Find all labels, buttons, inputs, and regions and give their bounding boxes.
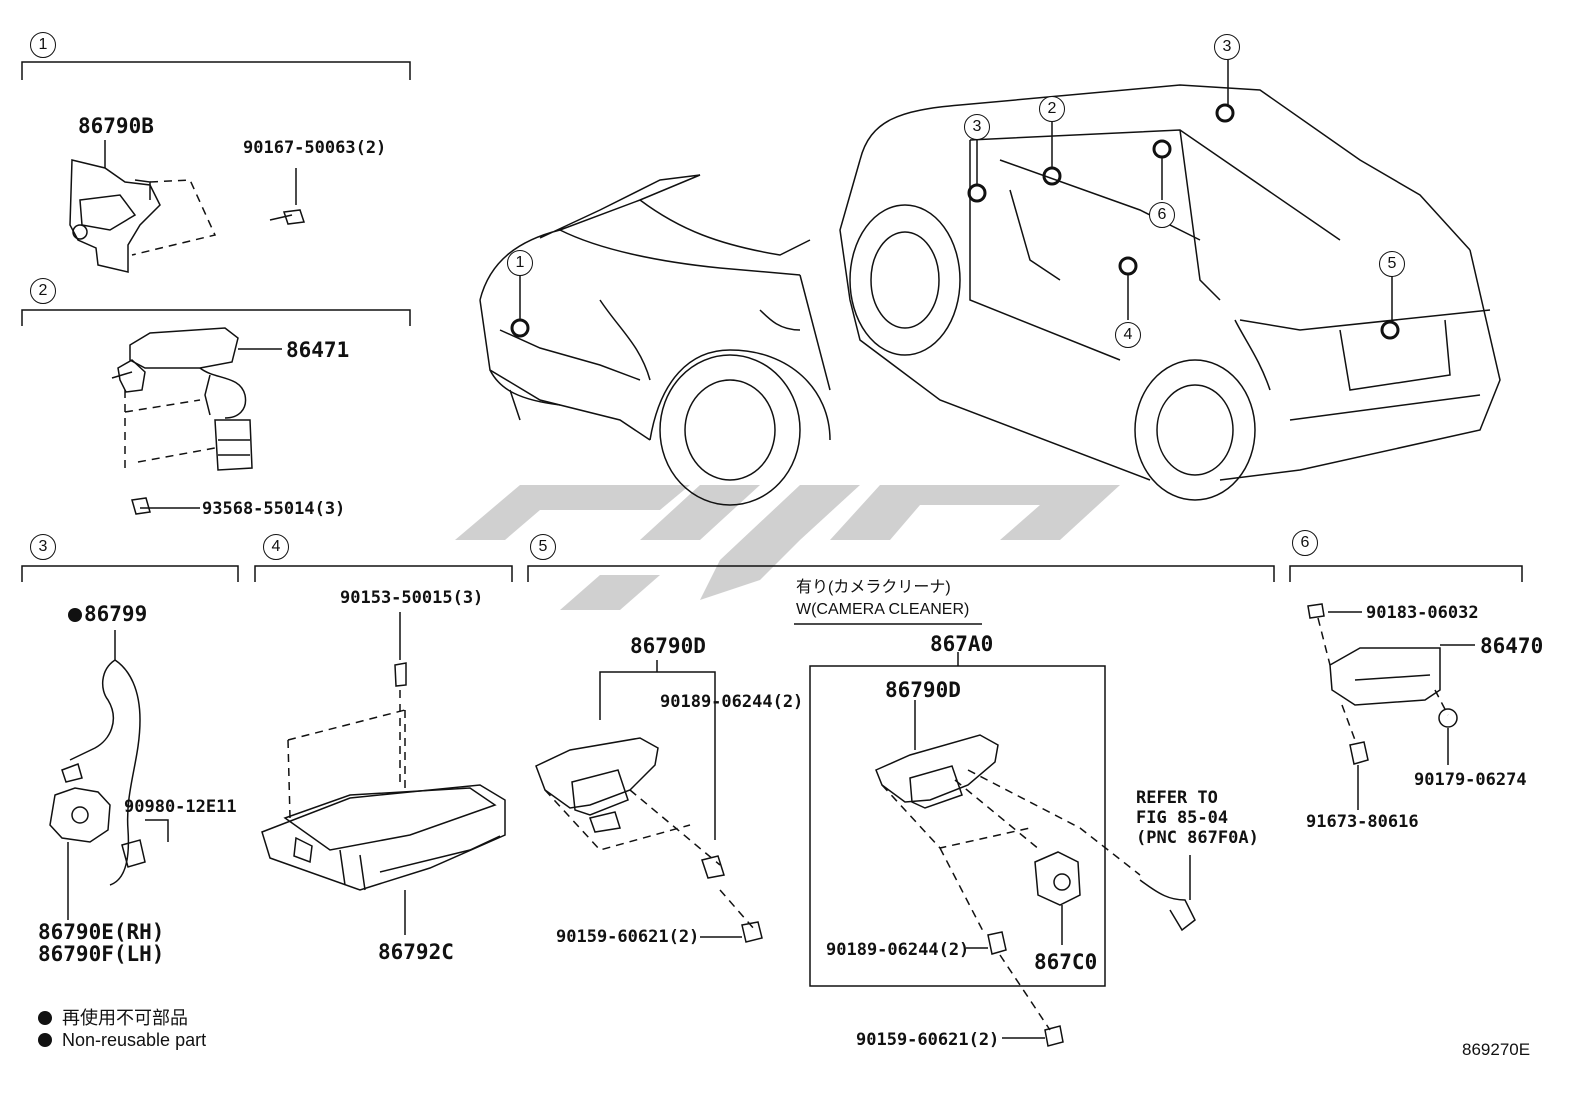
- section-1-number: 1: [30, 32, 56, 58]
- camera-cleaner-box: [809, 665, 1106, 987]
- part-90167-50063: 90167-50063(2): [243, 138, 387, 158]
- ecu-drawing: [261, 784, 506, 891]
- part-90179-06274: 90179-06274: [1414, 770, 1527, 790]
- part-86792c: 86792C: [378, 940, 454, 964]
- section-2-number: 2: [30, 278, 56, 304]
- reference-line-1: REFER TO: [1136, 788, 1218, 808]
- legend-non-reusable-jp: 再使用不可部品: [38, 1004, 188, 1030]
- rear-vehicle-drawing: [839, 84, 1501, 501]
- part-86790d-cleaner: 86790D: [885, 678, 961, 702]
- option-label-jp: 有り(カメラクリーナ): [796, 579, 951, 596]
- callout-roof-unit-a: 3: [1214, 34, 1240, 60]
- section-3-bracket: [21, 565, 239, 582]
- section-3-number: 3: [30, 534, 56, 560]
- section-1-bracket: [21, 61, 411, 80]
- part-90189-06244-cleaner: 90189-06244(2): [826, 940, 970, 960]
- part-86790f-lh: 86790F(LH): [38, 942, 165, 966]
- part-867c0: 867C0: [1034, 950, 1098, 974]
- rear-camera-drawing: [535, 737, 659, 833]
- part-86471: 86471: [286, 338, 350, 362]
- side-camera-drawing: [49, 630, 146, 886]
- callout-roof-unit-b: 3: [964, 114, 990, 140]
- cleaner-camera-drawing: [875, 734, 1081, 906]
- part-867a0: 867A0: [930, 632, 994, 656]
- legend-en-text: Non-reusable part: [62, 1030, 207, 1050]
- part-90183-06032: 90183-06032: [1366, 603, 1479, 623]
- section-6-bracket: [1289, 565, 1523, 582]
- legend-non-reusable-en: Non-reusable part: [38, 1030, 206, 1051]
- legend-jp-text: 再使用不可部品: [62, 1008, 188, 1028]
- non-reusable-marker: [68, 608, 82, 622]
- option-label-en: W(CAMERA CLEANER): [796, 601, 970, 618]
- part-86790d: 86790D: [630, 634, 706, 658]
- figure-code: 869270E: [1462, 1040, 1531, 1059]
- callout-pillar-unit: 6: [1149, 202, 1175, 228]
- legend-dot-en: [38, 1033, 52, 1047]
- callout-floor-ecu: 4: [1115, 322, 1141, 348]
- section-4-number: 4: [263, 534, 289, 560]
- legend-dot-jp: [38, 1011, 52, 1025]
- front-vehicle-drawing: [479, 174, 831, 506]
- callout-rear-camera: 5: [1379, 251, 1405, 277]
- part-86790e-rh: 86790E(RH): [38, 920, 165, 944]
- section-6-number: 6: [1292, 530, 1318, 556]
- ecu-module-drawing: [1329, 647, 1441, 706]
- reference-line-2: FIG 85-04: [1136, 808, 1229, 828]
- section-5-number: 5: [530, 534, 556, 560]
- watermark-logo: [455, 485, 1120, 610]
- part-91673-80616: 91673-80616: [1306, 812, 1419, 832]
- part-86790b: 86790B: [78, 114, 154, 138]
- part-90159-60621: 90159-60621(2): [556, 927, 700, 947]
- part-86799: 86799: [68, 602, 147, 626]
- part-90153-50015: 90153-50015(3): [340, 588, 484, 608]
- part-86470: 86470: [1480, 634, 1544, 658]
- part-93568-55014: 93568-55014(3): [202, 499, 346, 519]
- callout-dash-camera: 2: [1039, 96, 1065, 122]
- dash-camera-drawing: [111, 327, 253, 471]
- section-4-bracket: [254, 565, 513, 582]
- part-90980-12e11: 90980-12E11: [124, 797, 237, 817]
- part-90159-60621-cleaner: 90159-60621(2): [856, 1030, 1000, 1050]
- reference-line-3: (PNC 867F0A): [1136, 828, 1259, 848]
- part-90189-06244: 90189-06244(2): [660, 692, 804, 712]
- part-86799-number: 86799: [84, 602, 148, 626]
- section-5-bracket: [527, 565, 1275, 582]
- section-2-bracket: [21, 309, 411, 326]
- callout-front-sensor: 1: [507, 250, 533, 276]
